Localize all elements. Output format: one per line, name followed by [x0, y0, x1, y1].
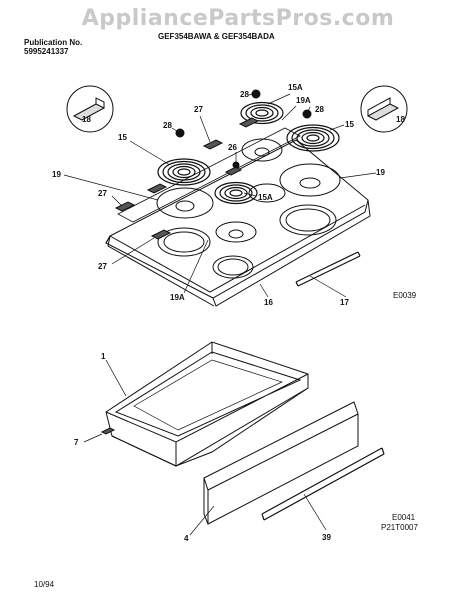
callout-39: 39 — [322, 533, 331, 542]
cooktop-side-panel — [107, 235, 215, 307]
callout-28-top: 28 — [240, 90, 249, 99]
inset-18-right — [360, 85, 408, 133]
callout-15-left: 15 — [118, 133, 127, 142]
drawer-front-panel — [203, 401, 359, 525]
drawer-handle-39 — [261, 447, 385, 521]
drip-pan-left — [156, 187, 214, 219]
callout-1: 1 — [101, 352, 106, 361]
opening-right-back — [248, 183, 286, 203]
opening-front-center-inner — [217, 258, 249, 276]
storage-drawer — [100, 341, 385, 525]
opening-right-front-inner — [285, 208, 331, 232]
element-receptacles — [114, 117, 260, 240]
callout-labels: 18 18 27 28 28 15A 19A 28 15 15 26 19 19… — [34, 83, 418, 589]
surface-element-large-right — [286, 124, 340, 152]
opening-front-left-inner — [163, 231, 205, 253]
surface-element-small-top — [240, 101, 284, 125]
callout-27-bottom: 27 — [98, 262, 107, 271]
cooktop-assembly — [66, 85, 408, 307]
model-title: GEF354BAWA & GEF354BADA — [158, 32, 275, 41]
drawer-tub-inner — [133, 359, 283, 431]
callout-19a-bottom: 19A — [170, 293, 185, 302]
receptacle-bottom — [150, 229, 172, 240]
leader-lines-top — [63, 93, 377, 298]
callout-17: 17 — [340, 298, 349, 307]
callout-18-left: 18 — [82, 115, 91, 124]
callout-15a-mid: 15A — [258, 193, 273, 202]
callout-4: 4 — [184, 534, 189, 543]
drip-pan-right-center — [299, 177, 321, 189]
drip-pan-small-top — [241, 138, 283, 162]
publication-label: Publication No. — [24, 38, 83, 47]
figure-code-drawer: E0041 — [392, 513, 416, 522]
part-page-code: P21T0007 — [381, 523, 418, 532]
callout-27-left: 27 — [98, 189, 107, 198]
opening-front-left — [157, 227, 211, 257]
drip-pan-right — [279, 163, 341, 197]
callout-19-left: 19 — [52, 170, 61, 179]
receptacle-mid — [224, 166, 243, 176]
inset-18-left — [66, 85, 114, 133]
drip-pans — [156, 138, 341, 243]
callout-15-right: 15 — [345, 120, 354, 129]
surface-element-small-front — [214, 181, 258, 205]
surface-element-large-left — [157, 158, 211, 186]
callout-15a-top: 15A — [288, 83, 303, 92]
drip-pan-small-top-center — [254, 147, 270, 157]
callout-16: 16 — [264, 298, 273, 307]
drip-pan-small-front-center — [228, 229, 244, 239]
leader-lines-drawer — [83, 359, 327, 536]
drawer-front-panel-edge — [203, 413, 359, 524]
drawer-tub-rim — [105, 342, 309, 466]
callout-28-left: 28 — [163, 121, 172, 130]
opening-front-center — [212, 255, 254, 279]
drip-pan-left-center — [175, 200, 195, 212]
drawer-stop — [100, 427, 116, 435]
callout-28-right: 28 — [315, 105, 324, 114]
drip-pan-openings — [157, 183, 337, 279]
watermark: AppliancePartsPros.com — [81, 6, 395, 31]
drip-pan-small-front — [215, 221, 257, 243]
cooktop-back-rail — [117, 127, 301, 223]
receptacle-left — [114, 183, 168, 212]
callout-19a-top: 19A — [296, 96, 311, 105]
publication-number: 5995241337 — [24, 47, 69, 56]
callout-18-right: 18 — [396, 115, 405, 124]
receptacle-top — [202, 117, 260, 150]
footer-date: 10/94 — [34, 580, 55, 589]
drawer-tub-bottom — [111, 387, 309, 467]
opening-right-front — [279, 204, 337, 236]
trim-strip-17 — [295, 251, 361, 287]
callout-19-right: 19 — [376, 168, 385, 177]
figure-code-top: E0039 — [393, 291, 417, 300]
callout-7: 7 — [74, 438, 79, 447]
callout-27-top: 27 — [194, 105, 203, 114]
callout-26: 26 — [228, 143, 237, 152]
